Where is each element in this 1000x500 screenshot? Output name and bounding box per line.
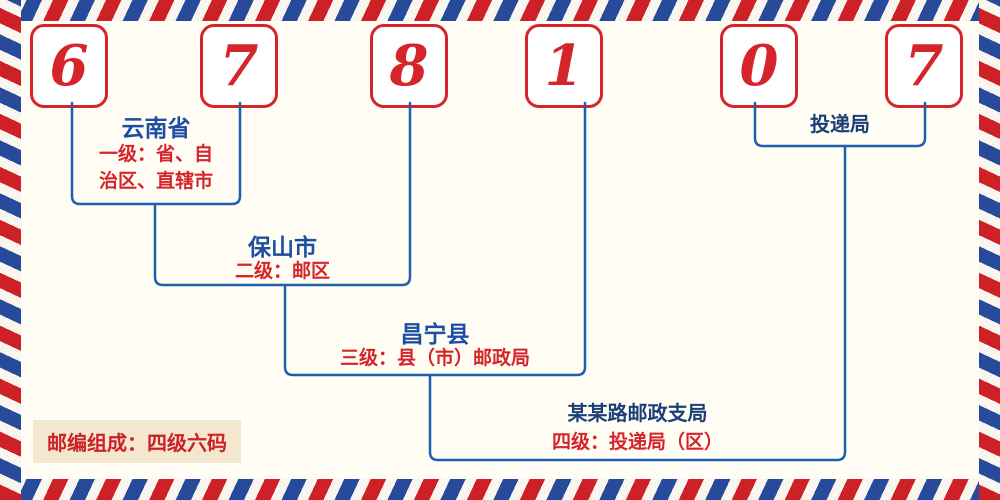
airmail-border-bottom (0, 479, 1000, 500)
delivery-bureau-label: 投递局 (810, 112, 870, 136)
postal-digit-6: 7 (885, 24, 963, 108)
footer-note-badge: 邮编组成：四级六码 (33, 420, 241, 463)
level1-name: 云南省 (121, 116, 191, 142)
level1-desc-line1: 一级：省、自 (98, 143, 213, 165)
postal-digit-5: 0 (720, 24, 798, 108)
diagram-canvas: 6 7 8 1 0 7 云南省 一级：省、自 治区、直辖市 保山市 二级：邮区 … (21, 21, 979, 479)
level1-desc-line2: 治区、直辖市 (98, 169, 213, 192)
level2-desc: 二级：邮区 (234, 260, 330, 282)
level2-name: 保山市 (248, 235, 317, 261)
postal-digit-2: 7 (200, 24, 278, 108)
postal-digit-3: 8 (370, 24, 448, 108)
level4-name: 某某路邮政支局 (567, 401, 708, 425)
postal-digit-4: 1 (525, 24, 603, 108)
airmail-border-left (0, 0, 21, 500)
airmail-border-top (0, 0, 1000, 21)
level1-desc: 一级：省、自 治区、直辖市 (62, 141, 250, 194)
level4-desc: 四级：投递局（区） (551, 431, 723, 453)
level3-name: 昌宁县 (400, 322, 470, 348)
airmail-border-right (979, 0, 1000, 500)
postal-digit-1: 6 (30, 24, 108, 108)
level3-desc: 三级：县（市）邮政局 (339, 347, 530, 369)
